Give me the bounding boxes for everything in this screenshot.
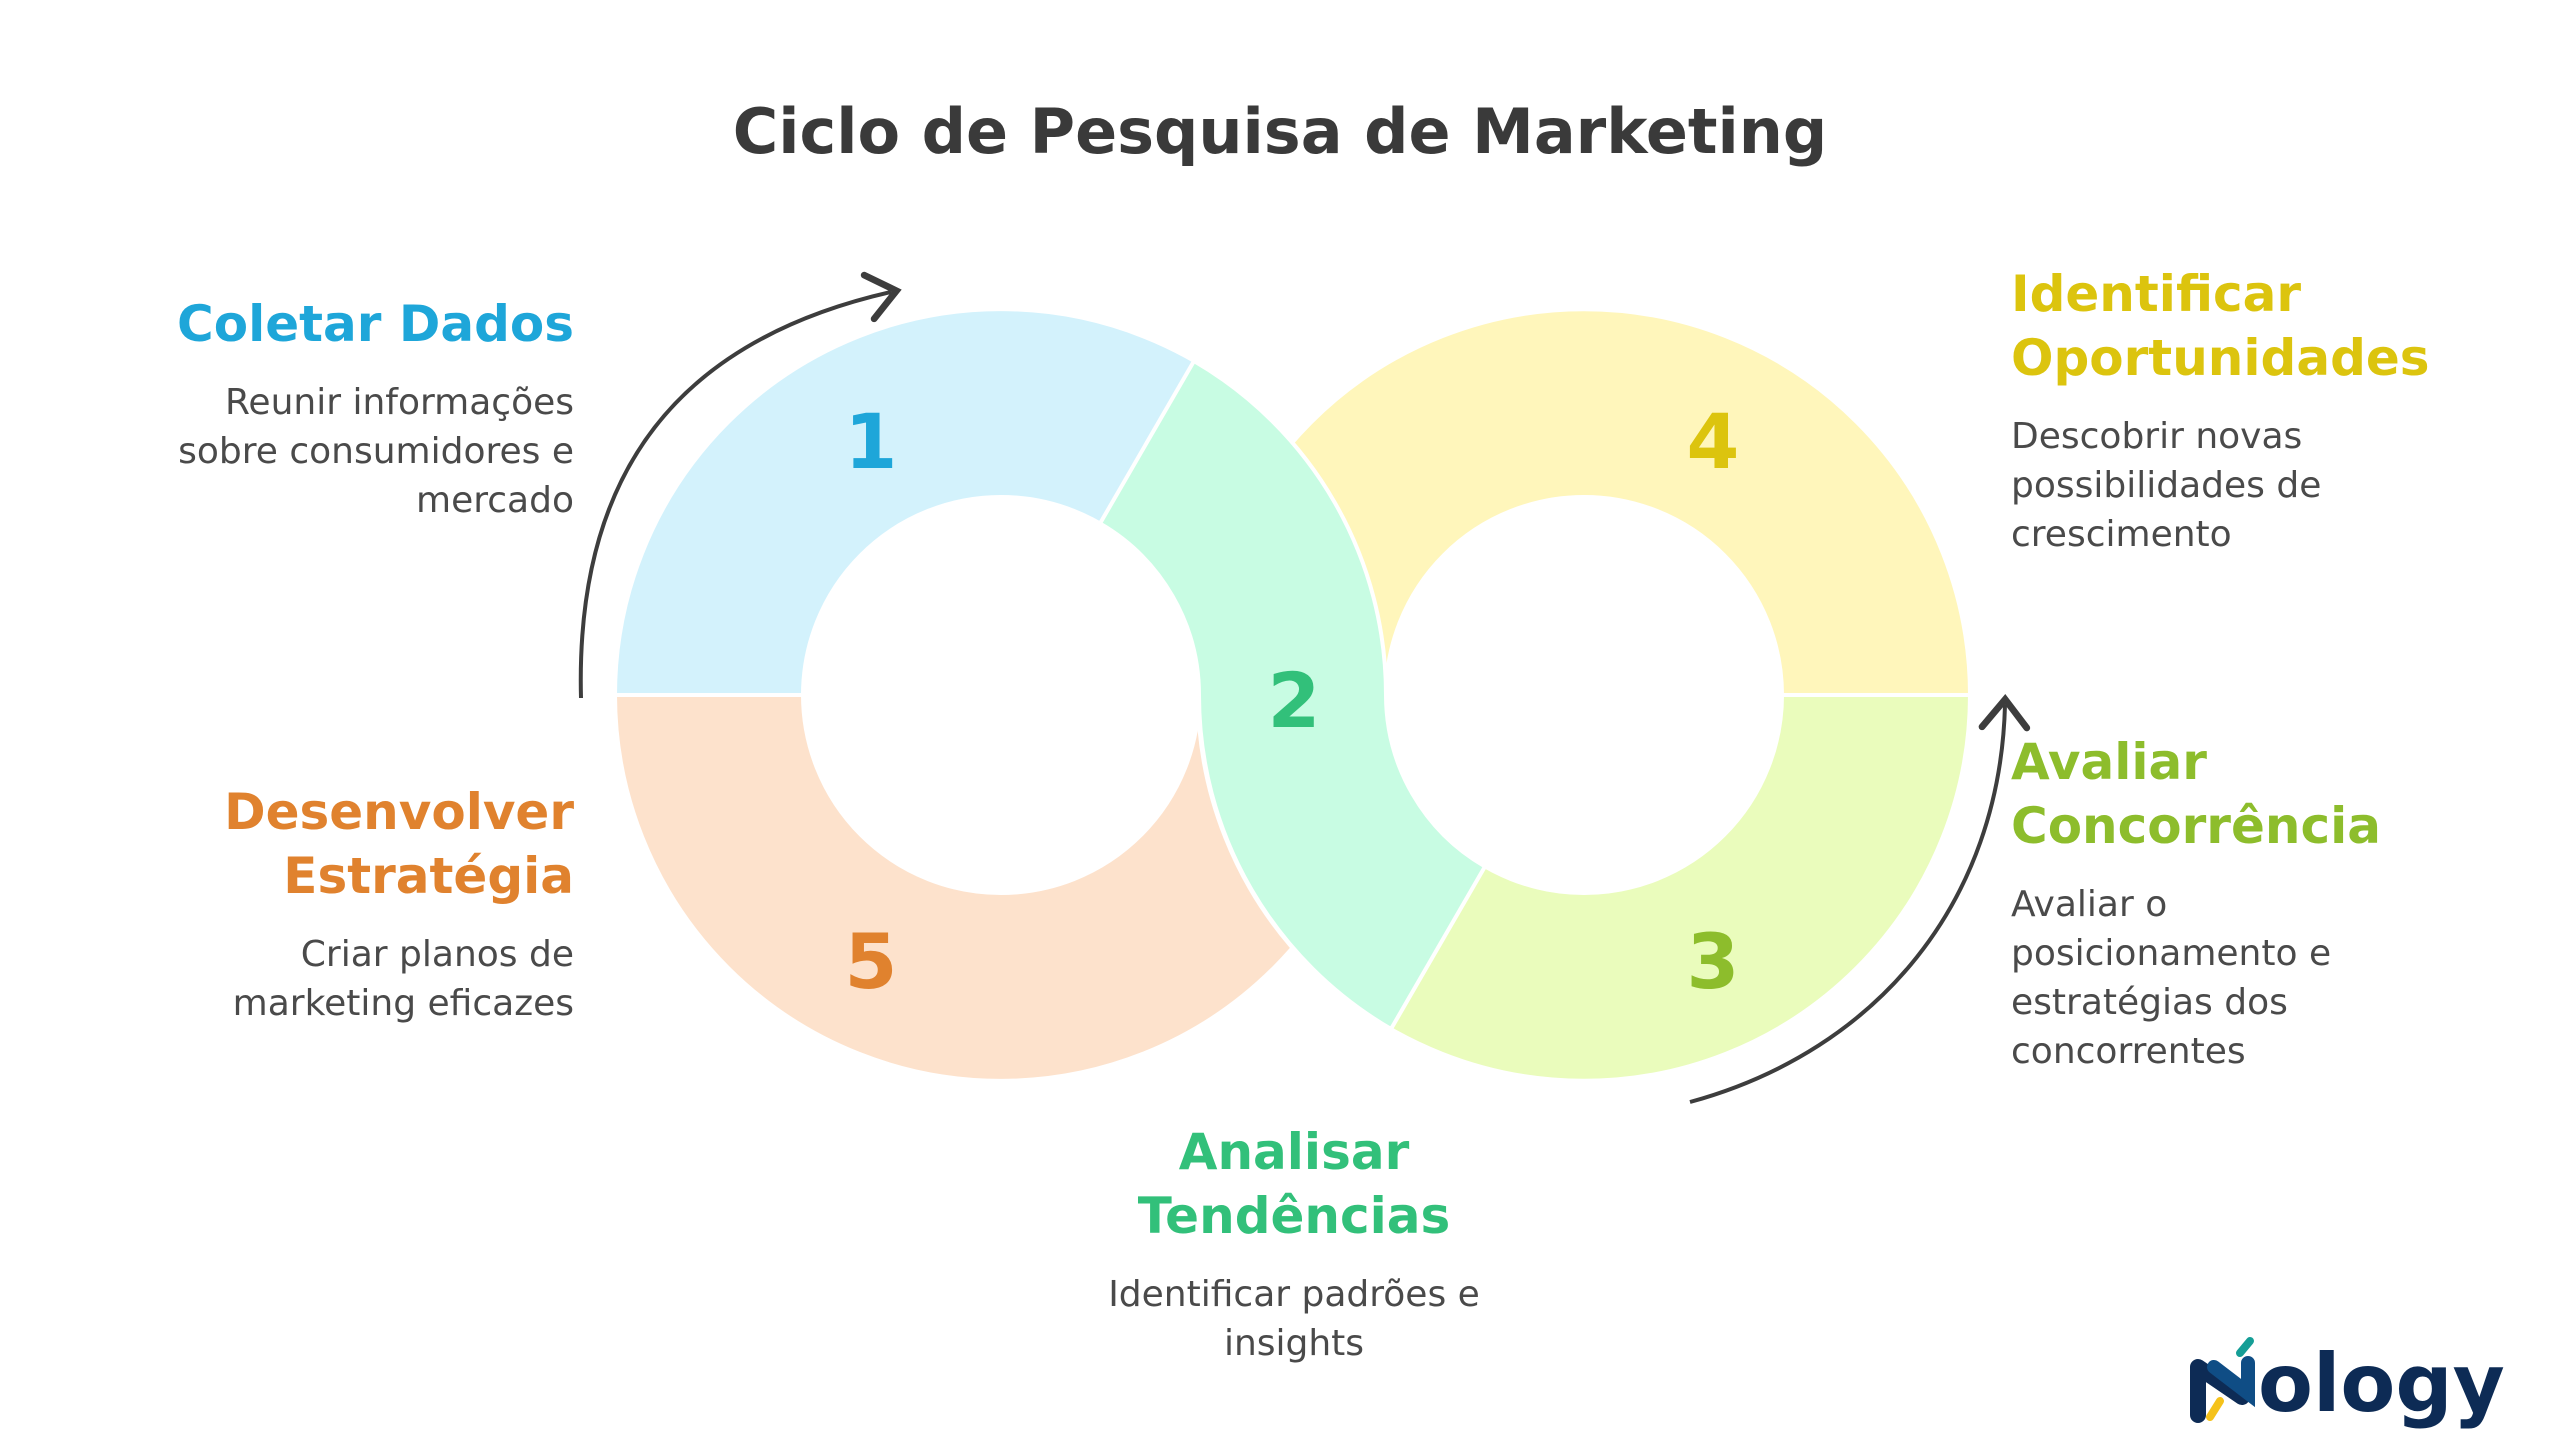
step-3-description: Avaliar o posicionamento e estratégias d… [2011,880,2531,1076]
heading-line: Tendências [1137,1187,1451,1245]
step-1-description: Reunir informações sobre consumidores e … [54,378,574,525]
step-4-heading: Identificar Oportunidades [2011,262,2531,390]
description-line: crescimento [2011,514,2232,555]
heading-line: Concorrência [2011,797,2381,855]
description-line: possibilidades de [2011,465,2322,506]
description-line: concorrentes [2011,1031,2246,1072]
heading-line: Coletar Dados [177,295,574,353]
segment-2 [1097,358,1488,1032]
step-5-label: Desenvolver Estratégia Criar planos de m… [54,780,574,1028]
step-number-1: 1 [845,397,898,486]
step-2-label: Analisar Tendências Identificar padrões … [944,1120,1644,1368]
description-line: Reunir informações [225,382,574,423]
step-number-2: 2 [1268,656,1321,745]
step-5-heading: Desenvolver Estratégia [54,780,574,908]
segment-4 [1195,307,1973,697]
cycle-arrow-left [578,271,902,699]
logo-wordmark: ology [2258,1337,2505,1430]
description-line: Descobrir novas [2011,416,2303,457]
step-number-5: 5 [845,917,898,1006]
step-4-label: Identificar Oportunidades Descobrir nova… [2011,262,2531,559]
heading-line: Oportunidades [2011,329,2430,387]
step-3-heading: Avaliar Concorrência [2011,730,2531,858]
description-line: Criar planos de [300,934,574,975]
heading-line: Avaliar [2011,733,2207,791]
step-1-label: Coletar Dados Reunir informações sobre c… [54,292,574,525]
step-4-description: Descobrir novas possibilidades de cresci… [2011,412,2531,559]
heading-line: Estratégia [283,847,574,905]
step-5-description: Criar planos de marketing eficazes [54,930,574,1028]
step-2-description: Identificar padrões e insights [944,1270,1644,1368]
description-line: marketing eficazes [232,983,574,1024]
step-number-4: 4 [1687,397,1740,486]
description-line: mercado [416,480,574,521]
cycle-arrow-right [1689,694,2031,1104]
description-line: Avaliar o [2011,884,2168,925]
heading-line: Identificar [2011,265,2302,323]
heading-line: Analisar [1178,1123,1410,1181]
description-line: estratégias dos [2011,982,2288,1023]
step-number-3: 3 [1687,917,1740,1006]
step-1-heading: Coletar Dados [54,292,574,356]
heading-line: Desenvolver [224,783,574,841]
step-3-label: Avaliar Concorrência Avaliar o posiciona… [2011,730,2531,1076]
step-2-heading: Analisar Tendências [944,1120,1644,1248]
nology-logo: ology [2190,1337,2505,1430]
description-line: Identificar padrões e [1108,1274,1480,1315]
description-line: sobre consumidores e [178,431,574,472]
description-line: insights [1223,1323,1365,1364]
description-line: posicionamento e [2011,933,2332,974]
diagram-title: Ciclo de Pesquisa de Marketing [732,95,1828,168]
